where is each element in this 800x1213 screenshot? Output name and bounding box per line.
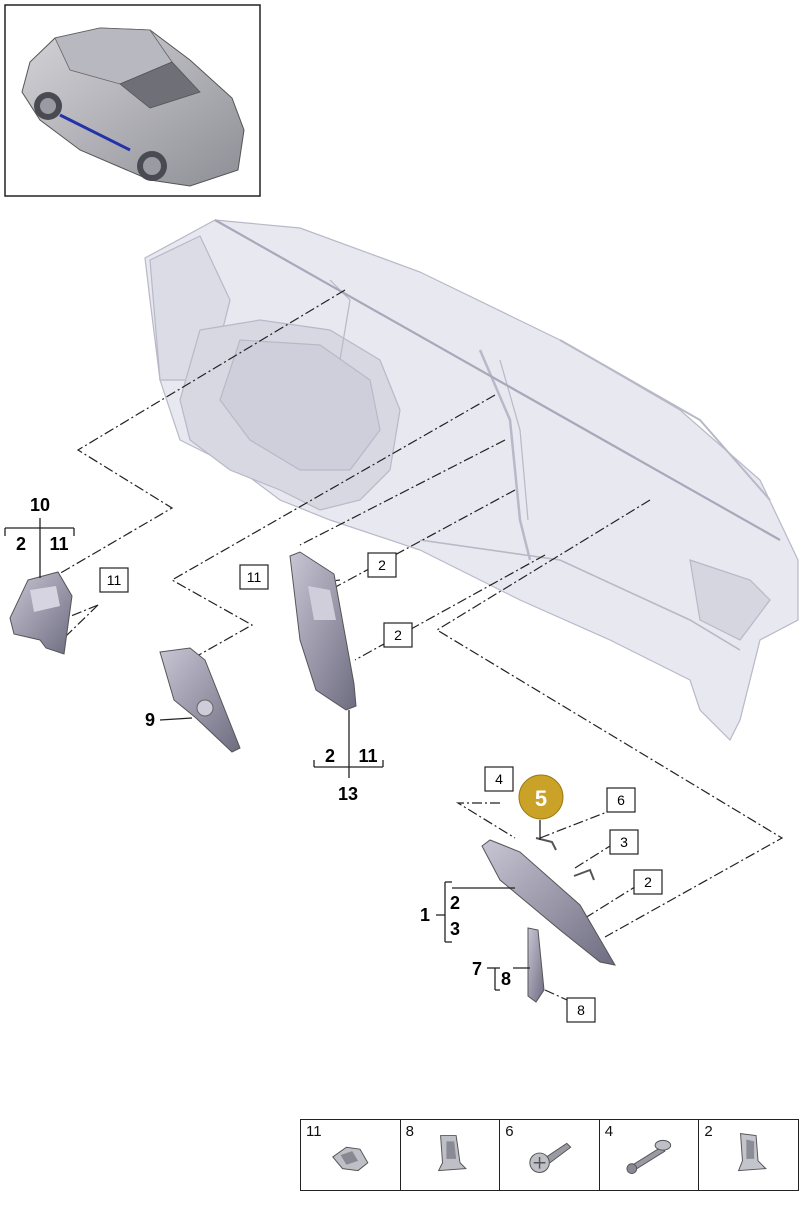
callout-11-mid[interactable]: 11	[239, 564, 269, 590]
callout-2-right[interactable]: 2	[633, 869, 663, 895]
label-13: 13	[338, 784, 358, 804]
label-7-sub-8: 8	[501, 969, 511, 989]
vehicle-thumbnail	[4, 4, 261, 197]
label-10: 10	[30, 495, 50, 515]
legend-cell-4[interactable]: 4	[600, 1120, 700, 1190]
label-13-sub-2: 2	[325, 746, 335, 766]
bracket-lines	[4, 518, 541, 991]
clip-icon	[332, 1146, 369, 1172]
svg-text:11: 11	[107, 572, 122, 588]
spring-clip-icon	[437, 1135, 467, 1172]
legend-cell-6[interactable]: 6	[500, 1120, 600, 1190]
svg-text:3: 3	[620, 834, 628, 850]
callout-11-left[interactable]: 11	[99, 567, 129, 593]
legend-cell-2[interactable]: 2	[699, 1120, 798, 1190]
screw-icon	[529, 1142, 572, 1173]
part-13-trim[interactable]	[289, 551, 357, 711]
body-side-frame	[144, 219, 799, 742]
legend-number: 2	[704, 1123, 713, 1140]
legend-number: 6	[505, 1123, 514, 1140]
svg-text:8: 8	[577, 1002, 585, 1018]
label-7: 7	[472, 959, 482, 979]
legend-cell-11[interactable]: 11	[301, 1120, 401, 1190]
svg-text:2: 2	[394, 627, 402, 643]
label-1-sub-2: 2	[450, 893, 460, 913]
legend-number: 4	[604, 1123, 614, 1140]
part-5-fastener[interactable]	[535, 837, 557, 851]
svg-text:2: 2	[378, 557, 386, 573]
legend-number: 8	[405, 1123, 414, 1140]
callout-6[interactable]: 6	[606, 787, 636, 813]
svg-text:5: 5	[535, 786, 547, 811]
label-9: 9	[145, 710, 155, 730]
part-number-labels: 10 2 11 9 2 11 13 1 2 3 7 8	[16, 495, 511, 989]
retaining-clip-icon	[738, 1133, 768, 1172]
part-7-bracket[interactable]	[527, 927, 545, 1003]
label-10-sub-11: 11	[49, 534, 68, 554]
legend-cell-8[interactable]: 8	[401, 1120, 501, 1190]
part-1-trim[interactable]	[481, 839, 616, 966]
label-10-sub-2: 2	[16, 534, 26, 554]
callout-2-mid-upper[interactable]: 2	[367, 552, 397, 578]
svg-text:6: 6	[617, 792, 625, 808]
svg-text:2: 2	[644, 874, 652, 890]
svg-text:11: 11	[247, 569, 262, 585]
svg-text:4: 4	[495, 771, 503, 787]
part-10-trim[interactable]	[9, 571, 73, 655]
legend-number: 11	[306, 1123, 322, 1140]
label-1: 1	[420, 905, 430, 925]
part-9-trim[interactable]	[159, 647, 241, 753]
callout-5-highlighted[interactable]: 5	[518, 774, 564, 820]
label-1-sub-3: 3	[450, 919, 460, 939]
callout-8[interactable]: 8	[566, 997, 596, 1023]
callout-3[interactable]: 3	[609, 829, 639, 855]
fastener-legend: 11 8 6 4 2	[300, 1119, 799, 1191]
callout-4[interactable]: 4	[484, 766, 514, 792]
part-3-fastener[interactable]	[573, 868, 595, 881]
callout-2-mid-lower[interactable]: 2	[383, 622, 413, 648]
label-13-sub-11: 11	[358, 746, 377, 766]
expansion-rivet-icon	[626, 1139, 671, 1174]
